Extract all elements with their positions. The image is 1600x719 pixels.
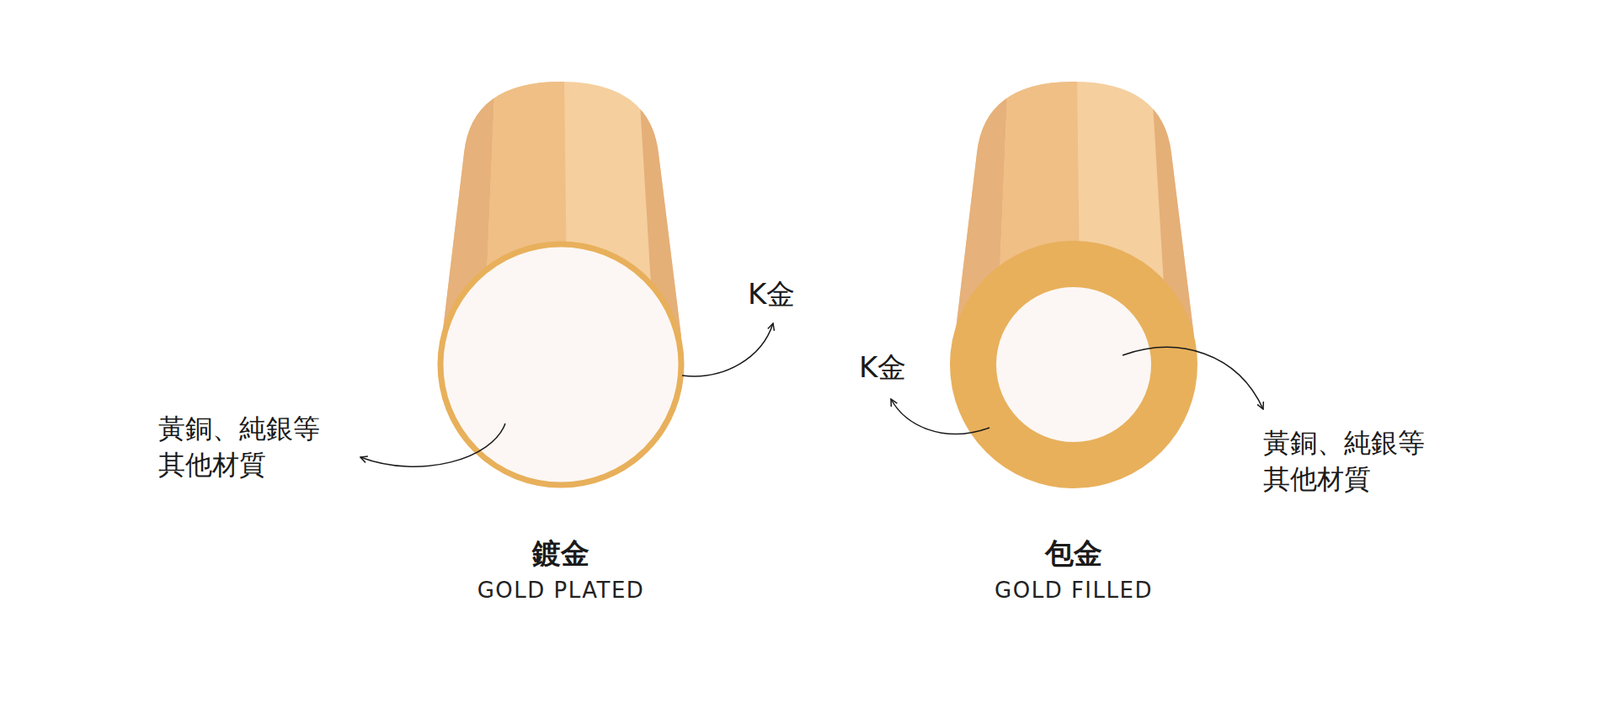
leader-line bbox=[890, 399, 990, 434]
figure-caption-block: 鍍金 GOLD PLATED bbox=[409, 535, 713, 605]
material-label: 黃銅、純銀等 其他材質 bbox=[1263, 425, 1434, 498]
leader-line bbox=[682, 323, 774, 377]
leader-line bbox=[1122, 347, 1264, 410]
layer-label: K金 bbox=[747, 275, 795, 315]
plated-rod bbox=[426, 75, 696, 486]
leader-line bbox=[360, 423, 506, 467]
layer-label: K金 bbox=[858, 348, 907, 388]
filled-rod bbox=[938, 75, 1209, 489]
figure-title: 鍍金 bbox=[409, 535, 713, 572]
figure-title: 包金 bbox=[922, 535, 1226, 572]
figure-subtitle: GOLD PLATED bbox=[409, 576, 713, 606]
material-label: 黃銅、純銀等 其他材質 bbox=[158, 410, 329, 484]
figure-caption-block: 包金 GOLD FILLED bbox=[922, 535, 1226, 605]
figure-subtitle: GOLD FILLED bbox=[922, 576, 1226, 606]
